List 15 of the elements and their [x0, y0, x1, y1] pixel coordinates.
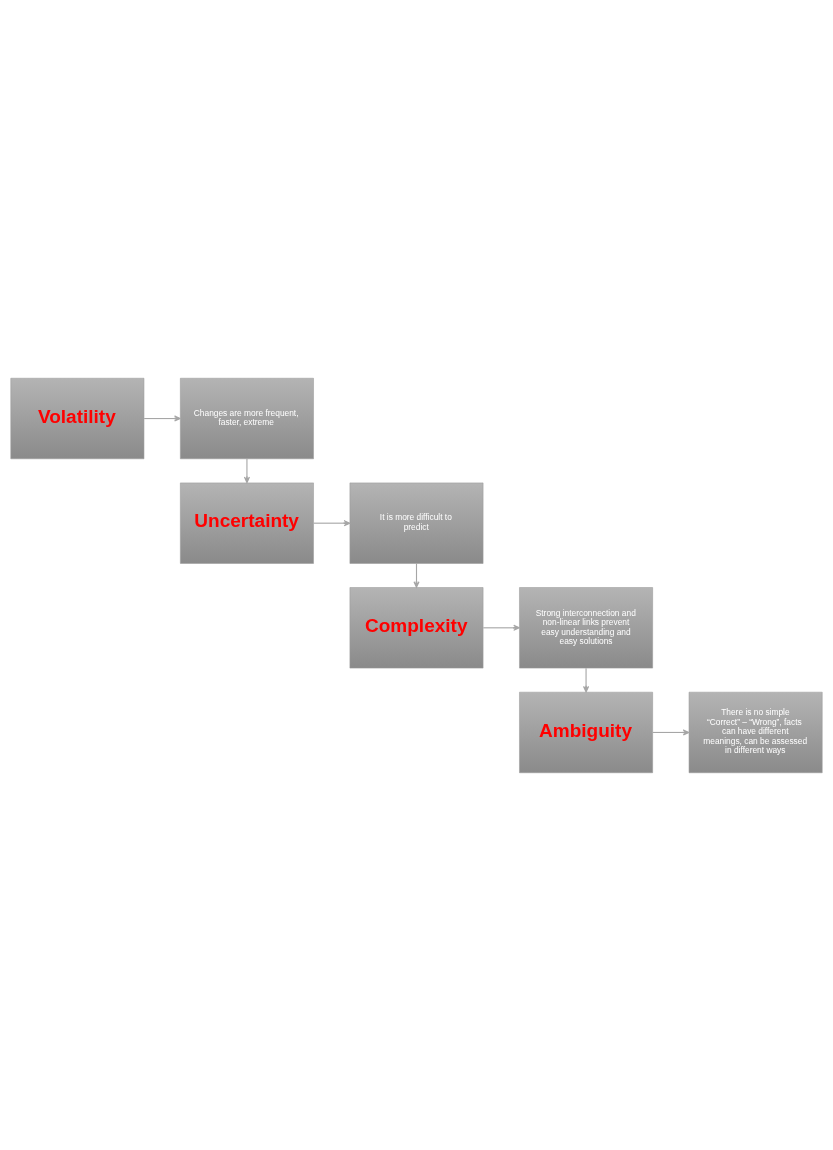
node-box: Uncertainty	[180, 482, 314, 564]
arrow	[482, 624, 520, 631]
arrow	[652, 728, 690, 736]
arrow	[243, 457, 250, 483]
node-box: Strong interconnection and non-linear links prevent easy understanding and easy solutions	[519, 586, 653, 668]
node-box: Ambiguity	[519, 691, 653, 773]
node-box: Volatility	[10, 377, 145, 459]
node-box: Complexity	[349, 586, 484, 668]
arrow	[313, 519, 351, 526]
arrow	[583, 667, 590, 693]
arrow	[413, 562, 420, 588]
node-box: It is more difficult to predict	[349, 482, 484, 564]
arrow	[143, 414, 181, 422]
node-box: Changes are more frequent, faster, extreme	[180, 377, 314, 459]
node-box: There is no simple “Correct” – “Wrong”, facts can have different meanings, can be assessed in different ways	[688, 691, 823, 773]
